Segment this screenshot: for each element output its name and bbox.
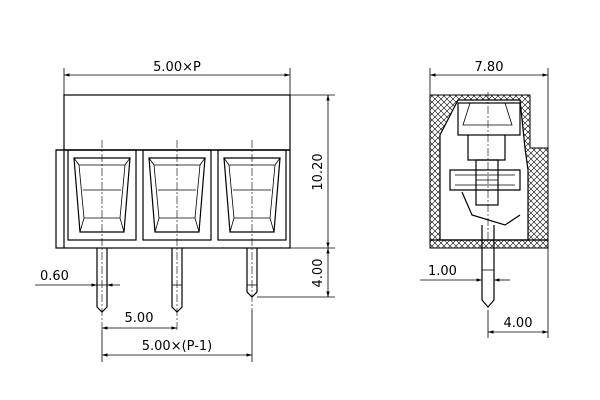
dim-pin-width: 0.60 (40, 269, 69, 284)
front-view: 5.00×P 10.20 4.00 0.60 5.00 5.00×(P-1) (35, 60, 335, 362)
dim-side-width: 7.80 (475, 60, 504, 75)
dim-pitch: 5.00 (125, 311, 154, 326)
dim-overall-width: 5.00×P (153, 60, 201, 75)
front-pins (96, 248, 258, 313)
side-view: 7.80 1.00 4.00 (420, 60, 549, 338)
dim-pin-length: 4.00 (311, 259, 326, 288)
dim-pitch-total: 5.00×(P-1) (142, 339, 213, 354)
dim-side-pin-offset: 4.00 (504, 316, 533, 331)
dim-height: 10.20 (311, 153, 326, 190)
dim-side-pin-width: 1.00 (428, 264, 457, 279)
